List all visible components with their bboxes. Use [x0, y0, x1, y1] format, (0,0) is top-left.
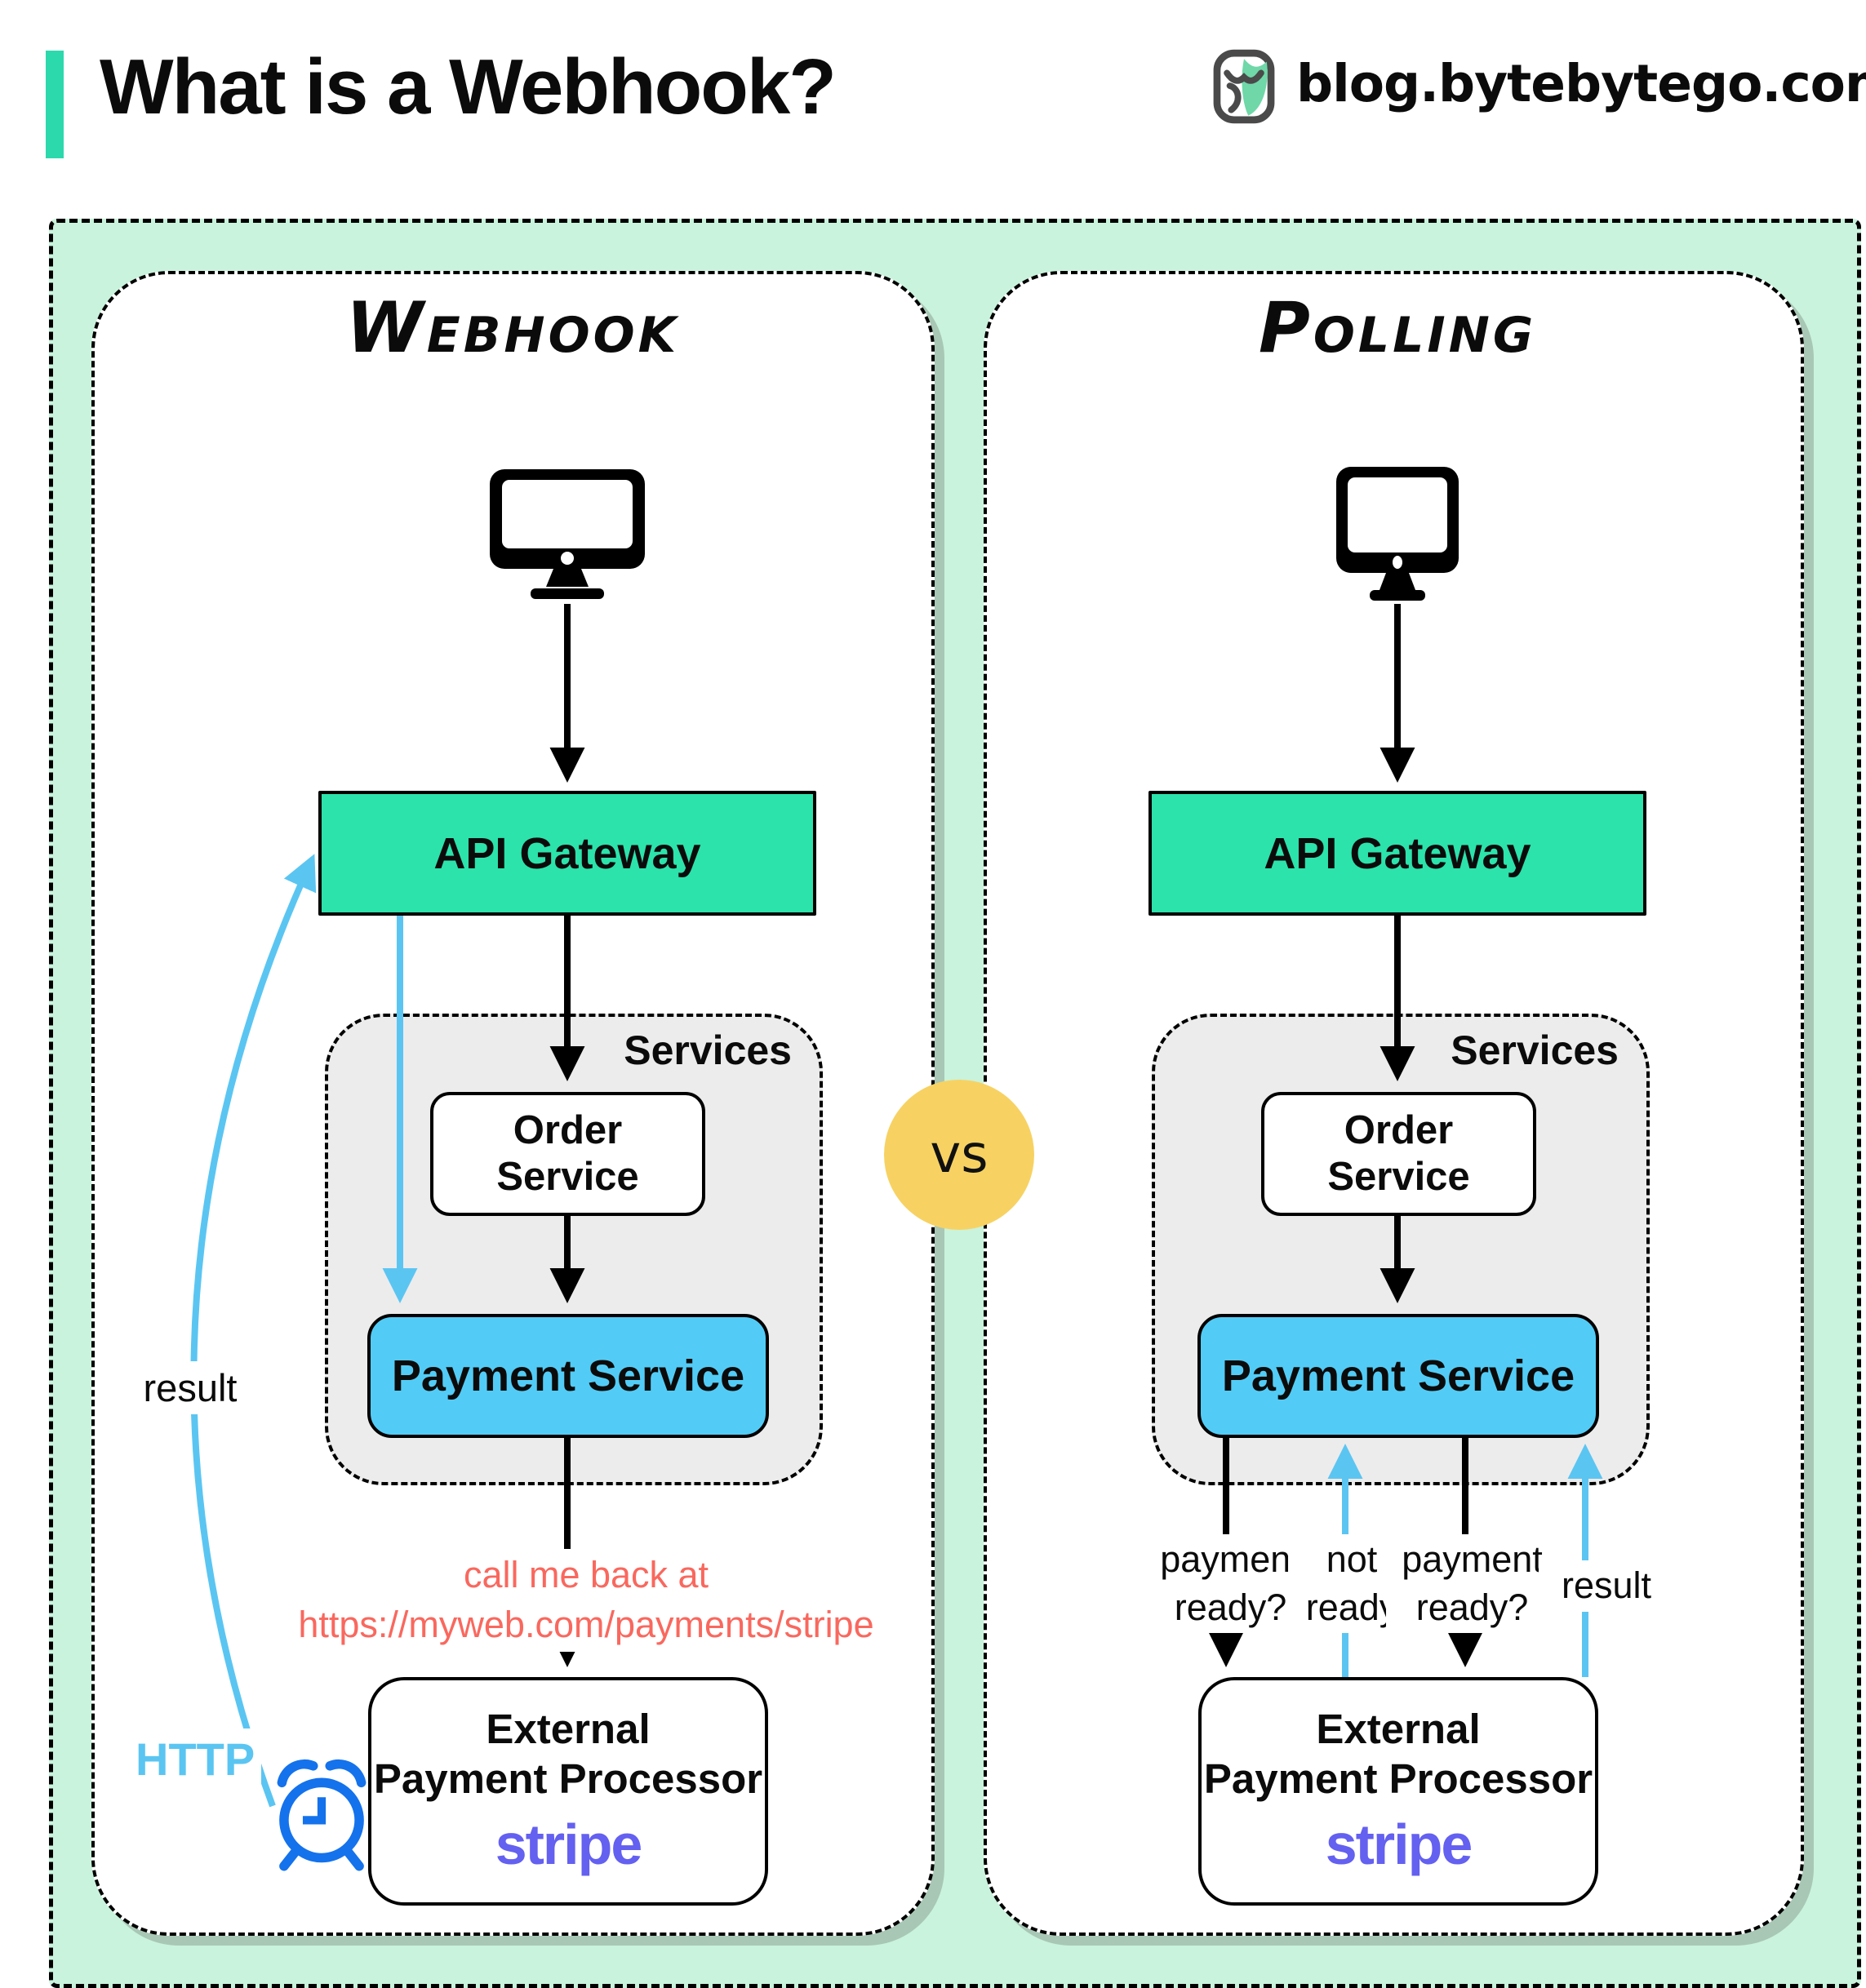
callback-line2: https://myweb.com/payments/stripe	[298, 1603, 874, 1645]
payment-ready-label-1: payment ready?	[1144, 1534, 1317, 1633]
vs-badge: vs	[884, 1080, 1034, 1230]
order-service-line2: Service	[1327, 1155, 1470, 1199]
order-service-box-polling: Order Service	[1261, 1092, 1536, 1216]
api-gateway-box-webhook: API Gateway	[318, 791, 816, 916]
result-label-polling: result	[1539, 1560, 1674, 1612]
external-payment-processor-box-polling: External Payment Processor stripe	[1198, 1677, 1598, 1906]
payment-service-label: Payment Service	[391, 1351, 745, 1400]
result-label-webhook: result	[122, 1361, 258, 1415]
external-line1: External	[1316, 1705, 1481, 1752]
label-line: payment	[1402, 1538, 1543, 1580]
api-gateway-label: API Gateway	[1264, 828, 1531, 878]
services-label-webhook: Services	[325, 1027, 792, 1074]
api-gateway-label: API Gateway	[433, 828, 701, 878]
site-name: blog.bytebytego.com	[1296, 54, 1866, 113]
external-line2: Payment Processor	[1203, 1755, 1593, 1802]
alarm-clock-icon	[277, 1759, 367, 1871]
services-label-text: Services	[624, 1027, 792, 1073]
external-payment-processor-box-webhook: External Payment Processor stripe	[368, 1677, 768, 1906]
label-line: ready?	[1415, 1586, 1529, 1628]
services-label-text: Services	[1451, 1027, 1619, 1073]
callback-line1: call me back at	[463, 1554, 709, 1595]
api-gateway-box-polling: API Gateway	[1148, 791, 1646, 916]
order-service-line1: Order	[1344, 1108, 1454, 1153]
stripe-logo: stripe	[495, 1813, 643, 1877]
page-title: What is a Webhook?	[100, 43, 837, 131]
order-service-line1: Order	[513, 1108, 623, 1153]
polling-panel-title: Polling	[1258, 287, 1537, 369]
label-line: ready	[1305, 1586, 1398, 1628]
label-line: payment	[1160, 1538, 1301, 1580]
monitor-icon	[1336, 467, 1459, 601]
payment-service-box-webhook: Payment Service	[367, 1314, 769, 1438]
title-accent-bar	[46, 51, 64, 158]
result-text: result	[1561, 1564, 1652, 1606]
bytebytego-logo-icon	[1213, 49, 1275, 124]
logo-wing-stroke	[1224, 69, 1264, 84]
external-line1: External	[486, 1705, 651, 1752]
monitor-icon	[490, 469, 645, 599]
http-label: HTTP	[129, 1728, 262, 1791]
payment-service-box-polling: Payment Service	[1197, 1314, 1599, 1438]
label-line: ready?	[1174, 1586, 1287, 1628]
order-service-line2: Service	[496, 1155, 639, 1199]
callback-note: call me back at https://myweb.com/paymen…	[286, 1549, 886, 1652]
stripe-logo: stripe	[1325, 1813, 1473, 1877]
logo-curl-stroke	[1226, 82, 1242, 113]
http-text: HTTP	[136, 1733, 255, 1785]
result-text: result	[143, 1366, 238, 1409]
vs-text: vs	[930, 1125, 989, 1185]
label-line: not	[1326, 1538, 1378, 1580]
services-label-polling: Services	[1152, 1027, 1619, 1074]
external-line2: Payment Processor	[373, 1755, 763, 1802]
order-service-box-webhook: Order Service	[430, 1092, 705, 1216]
payment-ready-label-2: payment ready?	[1386, 1534, 1558, 1633]
webhook-panel-title: Webhook	[345, 287, 680, 369]
payment-service-label: Payment Service	[1221, 1351, 1575, 1400]
